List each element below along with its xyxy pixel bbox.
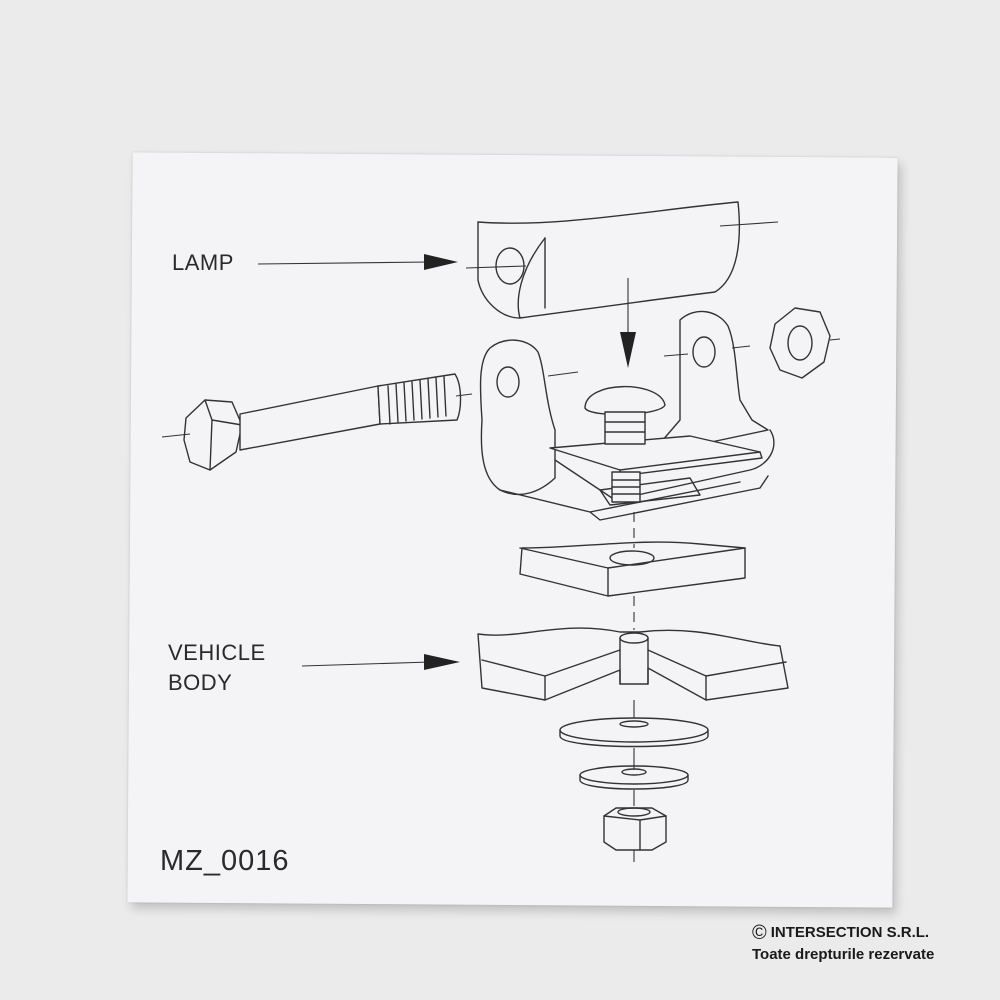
- vehicle-body-pointer-arrow: [301, 654, 460, 670]
- hex-nut-top: [769, 307, 841, 379]
- lamp-pointer-arrow: [257, 254, 458, 270]
- copyright-line1: ©INTERSECTION S.R.L.: [752, 922, 934, 944]
- vehicle-body-label: VEHICLE BODY: [168, 638, 266, 698]
- carriage-bolt: [584, 385, 666, 503]
- copyright-notice: ©INTERSECTION S.R.L. Toate drepturile re…: [752, 922, 934, 966]
- hex-bolt: [161, 373, 473, 471]
- part-code: MZ_0016: [160, 845, 290, 877]
- copyright-rights: Toate drepturile rezervate: [752, 946, 935, 963]
- vehicle-label-line1: VEHICLE: [168, 640, 266, 665]
- copyright-symbol: ©: [752, 922, 767, 944]
- lamp-label: LAMP: [172, 250, 234, 275]
- curved-spacer: [519, 541, 746, 597]
- copyright-company: INTERSECTION S.R.L.: [770, 924, 930, 941]
- down-arrow: [620, 278, 636, 368]
- lamp-housing: [465, 201, 779, 319]
- flat-washer-large: [559, 717, 709, 748]
- vehicle-label-line2: BODY: [168, 670, 233, 695]
- vehicle-body-panel: [477, 627, 789, 701]
- hex-nut-bottom: [603, 807, 667, 851]
